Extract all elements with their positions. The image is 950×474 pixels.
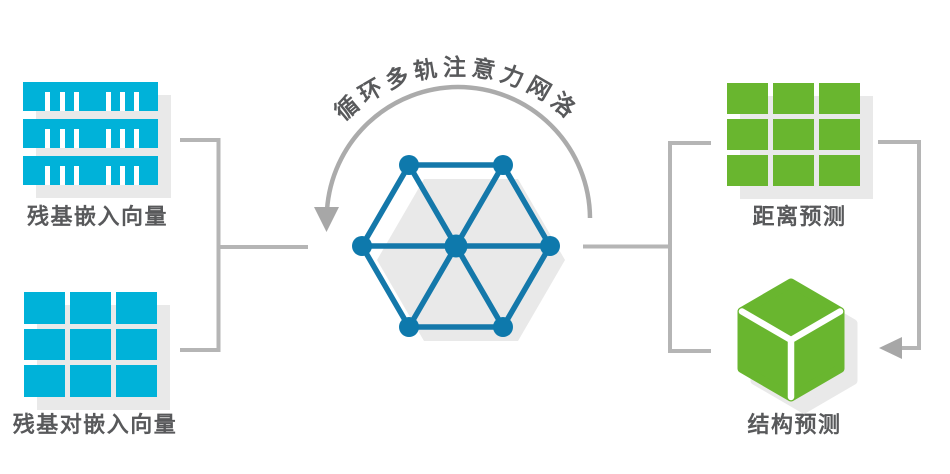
connector-lines — [180, 138, 921, 353]
grid-cell — [70, 292, 111, 324]
network-node — [352, 236, 372, 256]
network-node — [399, 155, 419, 175]
cube-face-edges — [738, 308, 844, 401]
grid-cell — [773, 119, 814, 150]
grid-cell — [819, 83, 860, 114]
grid-cell — [116, 365, 157, 397]
feedback-bracket-line — [878, 140, 921, 350]
grid-cell — [819, 119, 860, 150]
structure-cube — [737, 278, 858, 414]
network-title-text: 循环多轨注意力网洛 — [330, 54, 580, 126]
residue-embedding-label: 残基嵌入向量 — [26, 205, 168, 230]
sequence-bar — [23, 156, 158, 185]
distance-prediction-label: 距离预测 — [752, 205, 847, 230]
attention-network-graph — [352, 155, 565, 341]
network-center-node — [444, 234, 468, 258]
grid-cell — [727, 83, 768, 114]
network-node — [540, 236, 560, 256]
residue-pair-embedding-label: 残基对嵌入向量 — [12, 413, 178, 438]
grid-cell — [773, 155, 814, 186]
residue-embedding-bars — [23, 82, 158, 185]
network-node — [399, 317, 419, 337]
grid-cell — [24, 365, 65, 397]
grid-cell — [116, 328, 157, 361]
network-node — [493, 317, 513, 337]
grid-cell — [116, 292, 157, 324]
grid-cell — [70, 365, 111, 397]
down-arrowhead-icon — [314, 207, 339, 232]
grid-cell — [727, 155, 768, 186]
right-bracket-line — [668, 141, 711, 353]
left-bracket-line — [180, 138, 221, 352]
left-arrowhead-icon — [879, 337, 902, 359]
sequence-bar — [23, 82, 158, 111]
structure-prediction-label: 结构预测 — [747, 413, 842, 438]
network-title-arc-text: 循环多轨注意力网洛 — [330, 54, 585, 126]
grid-cell — [70, 328, 111, 361]
grid-cell — [773, 83, 814, 114]
grid-cell — [727, 119, 768, 150]
grid-cell — [819, 155, 860, 186]
network-node — [493, 155, 513, 175]
grid-cell — [24, 292, 65, 324]
residue-pair-embedding-grid — [24, 292, 157, 397]
distance-prediction-grid — [727, 83, 860, 186]
grid-cell — [24, 328, 65, 361]
recurrence-arc — [324, 84, 593, 219]
sequence-bar — [23, 119, 158, 148]
